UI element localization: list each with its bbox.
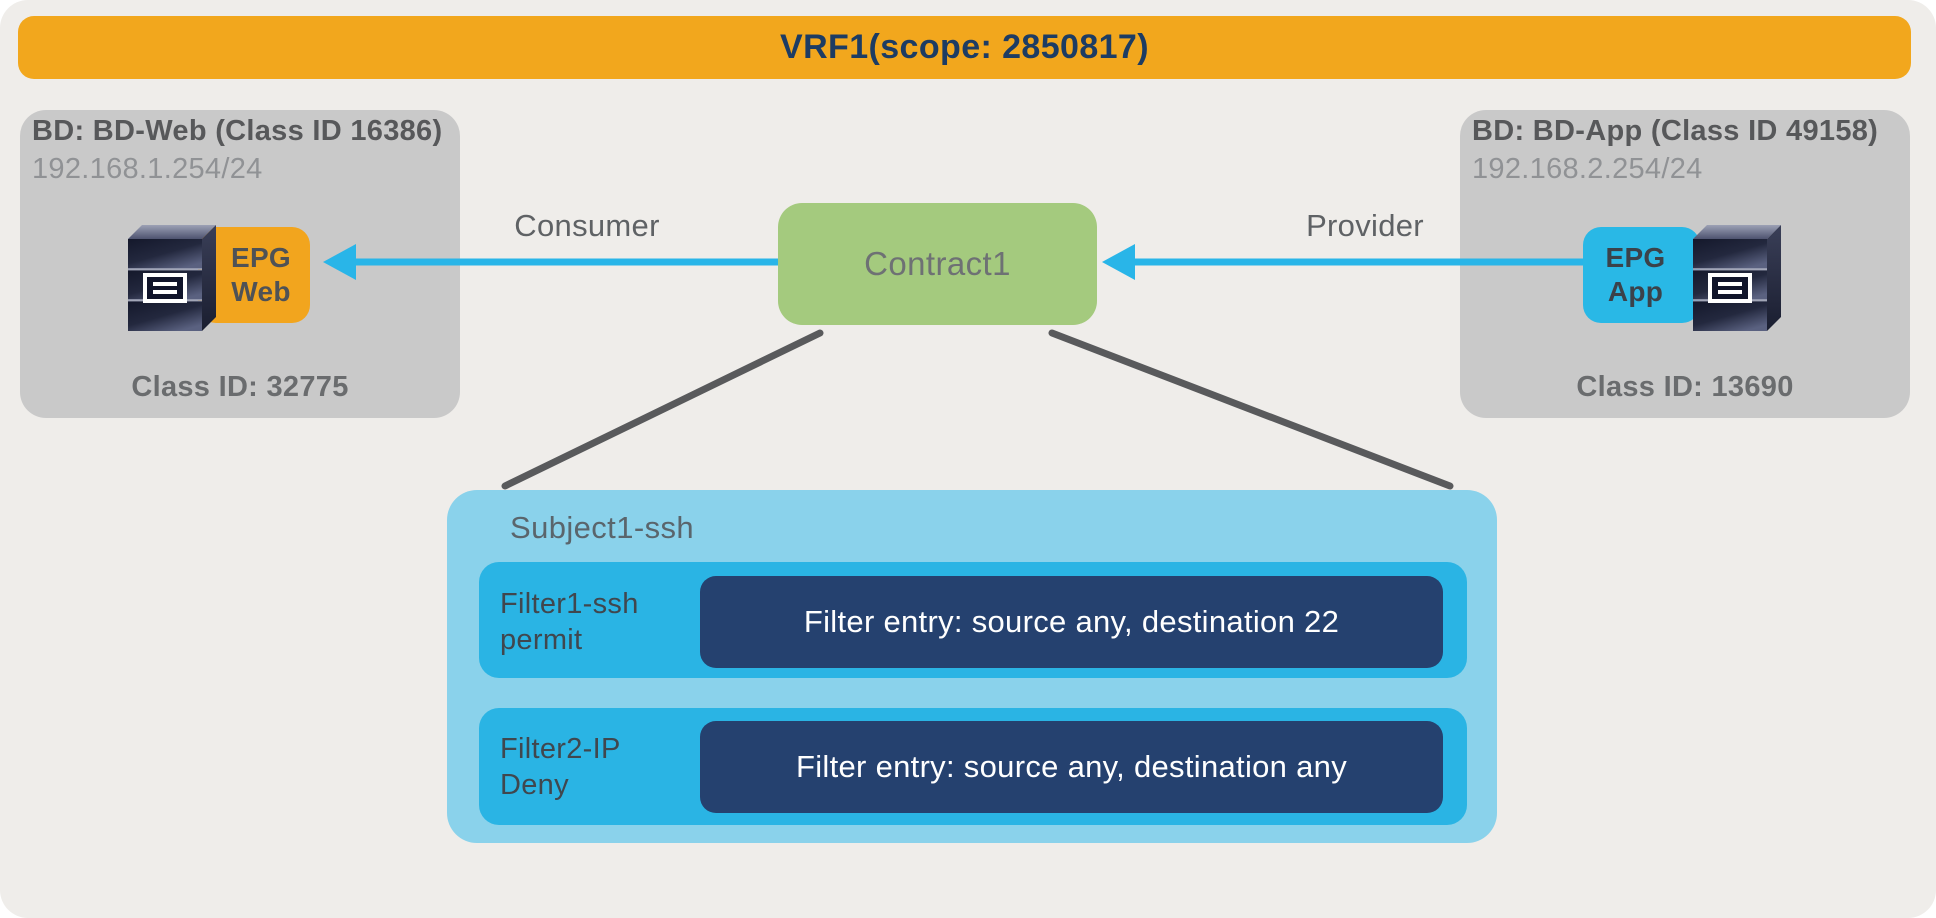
filter2-name-line2: Deny <box>500 769 569 801</box>
epg-app-label-line1: EPG <box>1605 242 1666 273</box>
provider-label: Provider <box>1306 208 1424 243</box>
filter1-entry-box: Filter entry: source any, destination 22 <box>700 576 1443 668</box>
filter1-name-line1: Filter1-ssh <box>500 588 639 620</box>
bd-web-subnet: 192.168.1.254/24 <box>32 153 263 185</box>
filter1-entry-text: Filter entry: source any, destination 22 <box>803 604 1340 639</box>
bd-web-title: BD: BD-Web (Class ID 16386) <box>32 115 443 147</box>
bd-app-class-id: Class ID: 13690 <box>1576 371 1794 403</box>
filter1-name-line2: permit <box>500 624 583 656</box>
epg-app-box: EPG App <box>1583 227 1700 323</box>
bd-web-class-id: Class ID: 32775 <box>131 371 349 403</box>
filter2-entry-text: Filter entry: source any, destination an… <box>795 749 1348 784</box>
filter2-name-line1: Filter2-IP <box>500 733 621 765</box>
server-icon <box>1693 225 1781 331</box>
server-icon <box>128 225 216 331</box>
filter2-entry-box: Filter entry: source any, destination an… <box>700 721 1443 813</box>
epg-app-label-line2: App <box>1607 276 1664 307</box>
filter1-name: Filter1-ssh permit <box>500 586 639 658</box>
bd-app-text: BD: BD-App (Class ID 49158) 192.168.2.25… <box>1472 112 1878 188</box>
subject-title: Subject1-ssh <box>510 510 695 545</box>
bd-app-subnet: 192.168.2.254/24 <box>1472 153 1703 185</box>
bd-web-text: BD: BD-Web (Class ID 16386) 192.168.1.25… <box>32 112 442 188</box>
filter2-name: Filter2-IP Deny <box>500 731 621 803</box>
vrf-banner: VRF1(scope: 2850817) <box>18 16 1911 79</box>
vrf-banner-label: VRF1(scope: 2850817) <box>780 28 1149 66</box>
consumer-label: Consumer <box>514 208 660 243</box>
epg-web-box: EPG Web <box>198 227 310 323</box>
contract-label: Contract1 <box>864 245 1011 282</box>
contract-box: Contract1 <box>778 203 1097 325</box>
epg-web-label-line1: EPG <box>230 242 292 273</box>
epg-web-label-line2: Web <box>231 276 291 307</box>
bd-app-title: BD: BD-App (Class ID 49158) <box>1472 115 1879 147</box>
